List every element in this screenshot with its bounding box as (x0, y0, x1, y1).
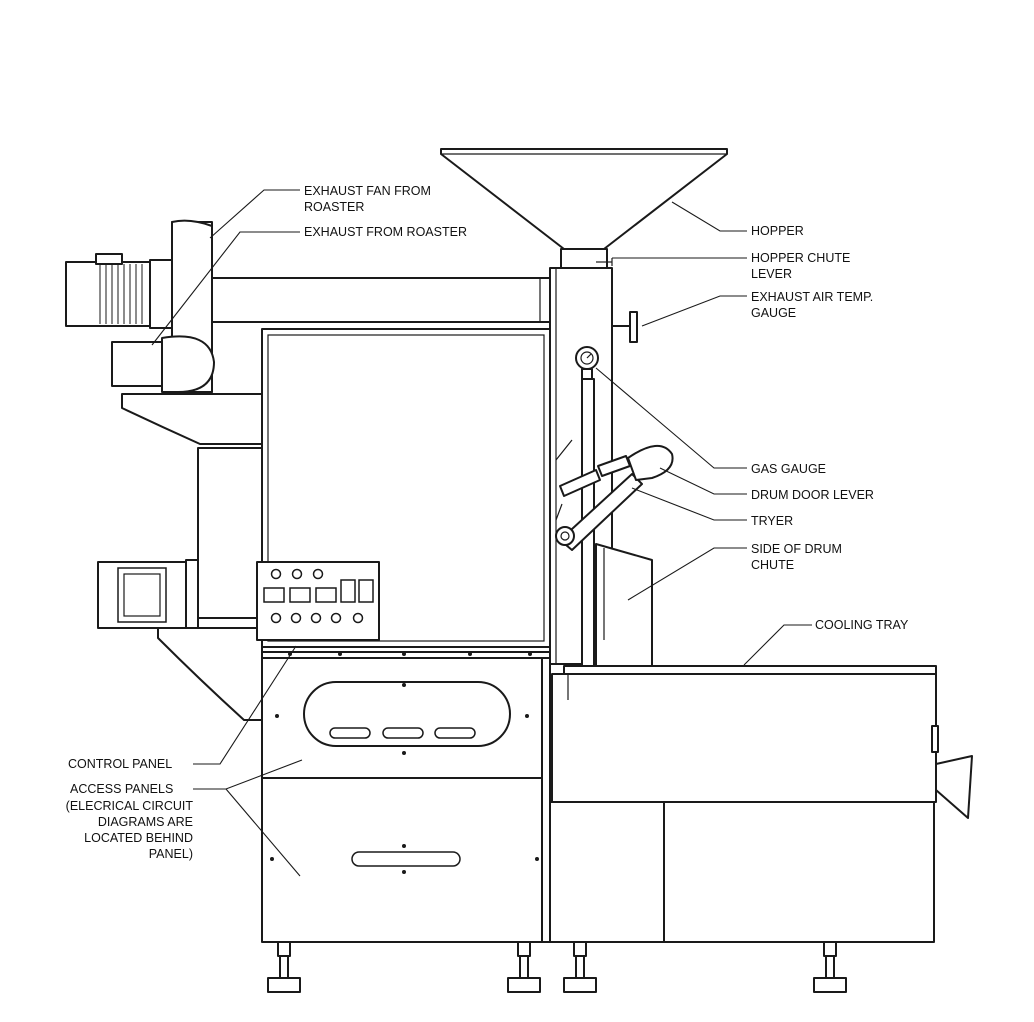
label-tryer: TRYER (751, 514, 794, 528)
label-exhaust-fan: EXHAUST FAN FROM ROASTER (304, 184, 431, 214)
control-panel (256, 561, 380, 641)
exhaust-air-temp-gauge (612, 311, 638, 343)
label-access-panels-note: (ELECRICAL CIRCUIT DIAGRAMS ARE LOCATED … (65, 799, 193, 861)
leader-lines (151, 189, 812, 877)
label-hopper-chute-lever: HOPPER CHUTE LEVER (751, 251, 851, 281)
lower-cabinet (261, 651, 551, 943)
drum-motor (97, 559, 263, 721)
label-side-of-drum-chute: SIDE OF DRUM CHUTE (751, 542, 842, 572)
label-hopper: HOPPER (751, 224, 804, 238)
tryer (555, 439, 631, 521)
drum-chute (595, 543, 653, 667)
exhaust-fan (65, 219, 263, 445)
label-cooling-tray: COOLING TRAY (815, 618, 909, 632)
drum-door-lever (555, 445, 674, 551)
exhaust-duct (207, 277, 551, 323)
label-exhaust-from-roaster: EXHAUST FROM ROASTER (304, 225, 467, 239)
cooling-tray (551, 665, 973, 819)
hopper (440, 148, 728, 270)
label-gas-gauge: GAS GAUGE (751, 462, 827, 476)
base-frame (549, 801, 935, 943)
leveling-feet (267, 941, 847, 993)
label-control-panel: CONTROL PANEL (68, 757, 173, 771)
label-access-panels: ACCESS PANELS (70, 782, 174, 796)
burner-box (197, 447, 263, 619)
label-drum-door-lever: DRUM DOOR LEVER (751, 488, 874, 502)
hopper-chute-lever (596, 258, 613, 266)
label-exhaust-air-temp-gauge: EXHAUST AIR TEMP. GAUGE (751, 290, 874, 320)
